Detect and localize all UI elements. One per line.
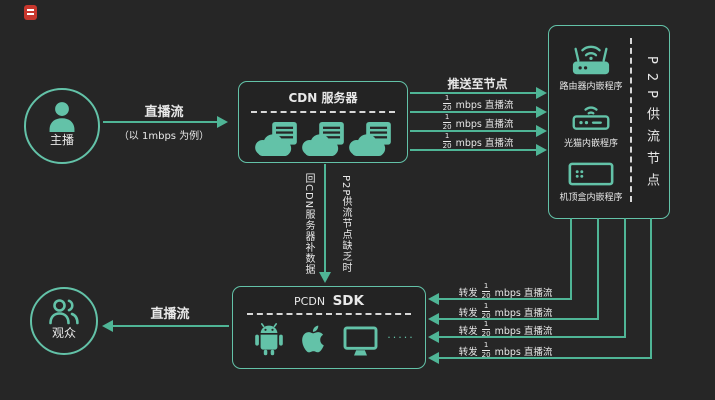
p2p-divider (630, 38, 632, 202)
sdk-title: PCDN SDK (294, 293, 364, 309)
push-arrowhead (536, 125, 547, 137)
sdk-divider (247, 313, 411, 315)
broadcaster-label: 主播 (49, 133, 74, 147)
audience-label: 观众 (51, 326, 76, 340)
cdn-title: CDN 服务器 (288, 91, 358, 105)
router-label: 路由器内嵌程序 (559, 82, 623, 92)
modem-label: 光猫内嵌程序 (563, 139, 618, 149)
live-stream-arrow-line (103, 121, 218, 123)
cloud-server-icon (255, 121, 297, 157)
red-logo-icon (24, 5, 37, 20)
stb-label: 机顶盒内嵌程序 (559, 193, 623, 203)
fallback-left-text: 回CDN服务器补数据 (303, 172, 314, 276)
forward-arrowhead (428, 352, 439, 364)
forward-arrowhead (428, 313, 439, 325)
router-icon (572, 45, 610, 75)
viewer-stream-arrow-line (112, 325, 229, 327)
forward-arrow-vertical (650, 218, 652, 359)
cdn-divider (251, 111, 395, 113)
more-devices-ellipsis: ····· (387, 331, 415, 344)
android-icon (255, 323, 283, 356)
cloud-server-icon (302, 121, 344, 157)
push-arrowhead (536, 144, 547, 156)
live-stream-arrowhead (217, 116, 228, 128)
push-label: 推送至节点 (447, 77, 508, 91)
fallback-arrow-line (324, 164, 326, 273)
cdn-box: CDN 服务器 (238, 81, 408, 163)
monitor-icon (343, 326, 378, 356)
forward-arrowhead (428, 331, 439, 343)
forward-arrowhead (428, 293, 439, 305)
live-stream-label: 直播流 (144, 105, 184, 120)
forward-arrow-line (438, 336, 626, 338)
push-arrow-line (410, 130, 537, 132)
forward-arrow-vertical (597, 218, 599, 320)
forward-arrow-line (438, 318, 599, 320)
person-icon (49, 102, 75, 132)
sdk-box: PCDN SDK ····· (232, 286, 426, 369)
bitrate-note: （以 1mbps 为例） (118, 131, 210, 142)
push-arrow-line (410, 111, 537, 113)
viewer-stream-arrowhead (102, 320, 113, 332)
push-arrow-line (410, 149, 537, 151)
viewer-stream-label: 直播流 (150, 307, 190, 322)
broadcaster-node: 主播 (24, 88, 100, 164)
fallback-right-text: P2P供流节点缺乏时 (340, 174, 351, 274)
forward-arrow-vertical (570, 218, 572, 300)
modem-icon (572, 106, 610, 130)
push-arrowhead (536, 106, 547, 118)
forward-arrow-line (438, 357, 652, 359)
forward-arrow-vertical (624, 218, 626, 338)
people-icon (49, 299, 79, 325)
fallback-arrowhead (318, 272, 331, 283)
p2p-vertical-title: P2P供流节点 (644, 55, 659, 195)
push-arrow-line (410, 92, 537, 94)
audience-node: 观众 (30, 287, 98, 355)
stb-icon (568, 162, 614, 186)
forward-arrow-line (438, 298, 572, 300)
cloud-server-icon (349, 121, 391, 157)
apple-icon (302, 325, 324, 353)
push-arrowhead (536, 87, 547, 99)
